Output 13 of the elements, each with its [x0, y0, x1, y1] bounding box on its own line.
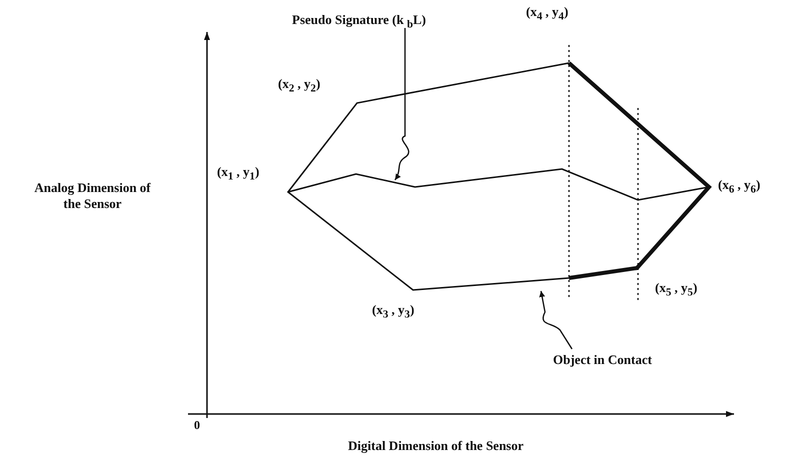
point-label: Digital Dimension of the Sensor	[348, 438, 524, 454]
point-label: (x$_{6}$ , y$_{6}$)	[718, 177, 760, 198]
axis-title: Analog Dimension of the Sensor	[33, 180, 152, 212]
point-label: (x$_{3}$ , y$_{3}$)	[372, 302, 414, 322]
point-label: (x$_{2}$ , y$_{2}$)	[278, 76, 320, 96]
leader-line	[394, 28, 410, 180]
point-label: (x$_{1}$ , y$_{1}$)	[217, 164, 260, 184]
callout-label: Object in Contact	[553, 352, 652, 368]
callout-label: Pseudo Signature (k $_{b}$L)	[292, 12, 426, 32]
leader-line	[539, 290, 573, 350]
point-label: (x$_{5}$ , y$_{5}$)	[655, 280, 698, 300]
point-label: (x$_{4}$ , y$_{4}$)	[526, 4, 568, 24]
point-label: 0	[194, 418, 200, 433]
